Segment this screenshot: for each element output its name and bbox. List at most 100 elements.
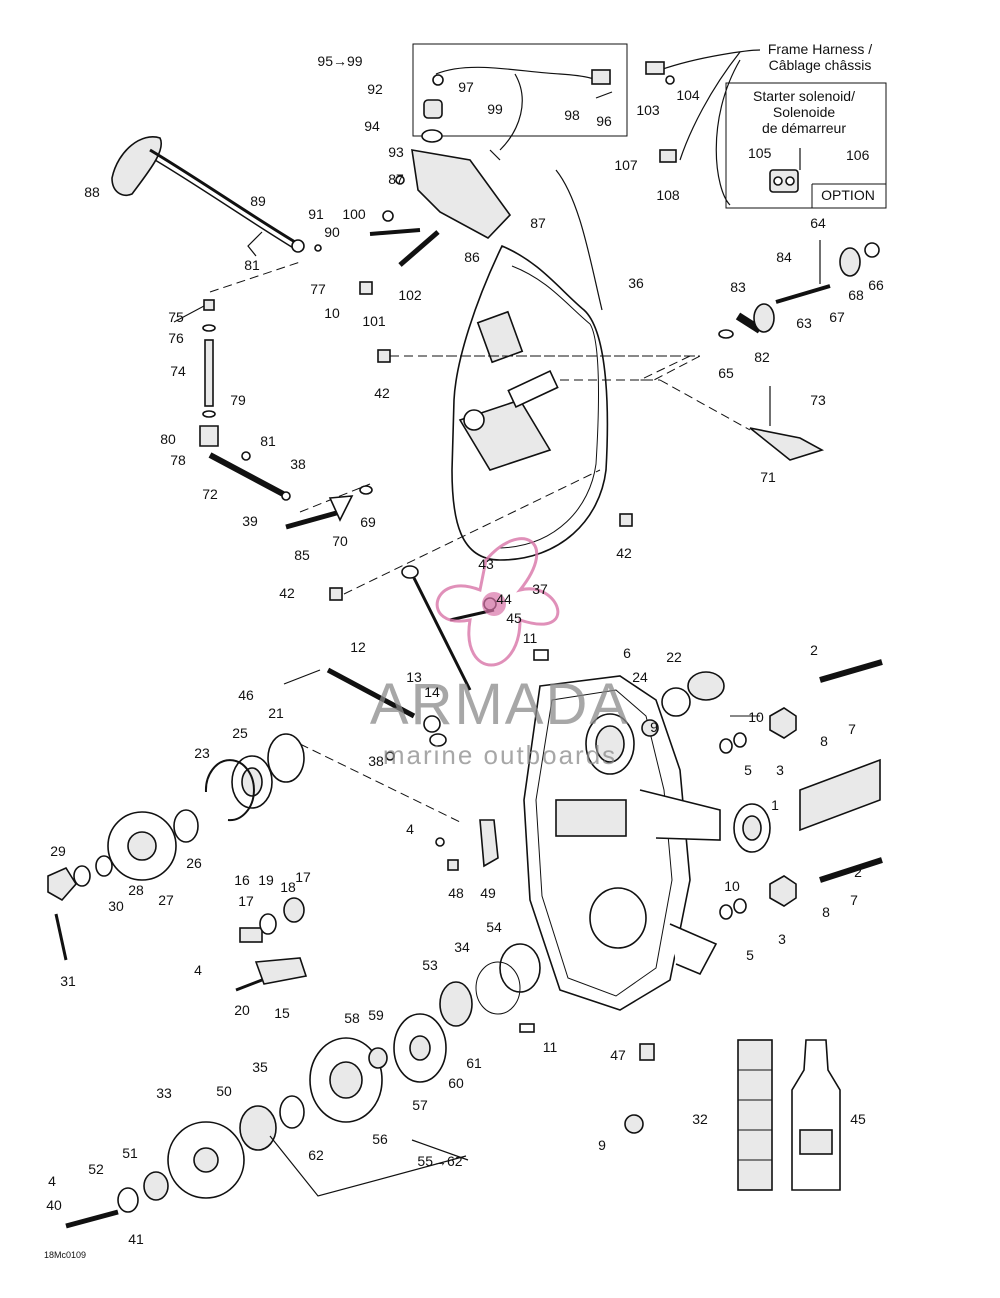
callout-c44: 44 <box>496 591 512 607</box>
callout-c92: 92 <box>367 81 383 97</box>
grommet-97 <box>432 74 444 86</box>
callout-c3b: 3 <box>778 931 786 947</box>
harness-label-line2: Câblage châssis <box>769 57 872 73</box>
watermark-subtitle: marine outboards <box>383 740 617 770</box>
washer-52 <box>117 1187 139 1213</box>
watermark-brand: ARMADA <box>370 672 630 737</box>
cover-37-inner <box>499 265 599 549</box>
terminal-104 <box>665 75 675 85</box>
callout-c8a: 8 <box>820 733 828 749</box>
chaincase-housing-group <box>299 671 725 1134</box>
lever-rod-89 <box>149 148 301 247</box>
callout-c20: 20 <box>234 1002 250 1018</box>
housing-foot <box>669 923 718 976</box>
callout-c68: 68 <box>848 287 864 303</box>
dowel-11a <box>533 649 549 661</box>
callout-c100: 100 <box>342 206 366 222</box>
callout-c23: 23 <box>194 745 210 761</box>
housing-6 <box>523 675 691 1011</box>
callout-c99: 99 <box>487 101 503 117</box>
callout-c52: 52 <box>88 1161 104 1177</box>
harness-wire-99 <box>499 73 523 151</box>
chain-bottle-group <box>737 1039 841 1191</box>
watermark: ARMADA marine outboards <box>370 537 630 770</box>
frame-harness-wire-down <box>679 51 741 161</box>
callout-c61: 61 <box>466 1055 482 1071</box>
callout-c28: 28 <box>128 882 144 898</box>
bolt-85 <box>285 509 341 530</box>
callout-c73: 73 <box>810 392 826 408</box>
solenoid-terminal-b <box>785 176 795 186</box>
callout-c43: 43 <box>478 556 494 572</box>
washer-30 <box>73 865 91 887</box>
callout-c78: 78 <box>170 452 186 468</box>
callout-c45a: 45 <box>506 610 522 626</box>
callout-c87b: 87 <box>530 215 546 231</box>
spacer-19 <box>259 913 277 935</box>
callout-c33: 33 <box>156 1085 172 1101</box>
callout-c29: 29 <box>50 843 66 859</box>
callout-c95: 95→99 <box>317 53 362 69</box>
cover-bearing-seat <box>463 409 485 431</box>
cotter-31 <box>54 913 68 961</box>
drive-gears-group <box>47 667 541 1229</box>
callout-c22: 22 <box>666 649 682 665</box>
callout-c89: 89 <box>250 193 266 209</box>
sprocket-56-hub <box>329 1061 363 1099</box>
chaincase-oil-bottle-45 <box>791 1039 841 1191</box>
callout-c10c: 10 <box>724 878 740 894</box>
lever-rod-89-edge <box>154 159 301 253</box>
guide-line-cover-right <box>639 355 701 381</box>
callout-c75: 75 <box>168 309 184 325</box>
callout-c80: 80 <box>160 431 176 447</box>
callout-c93: 93 <box>388 144 404 160</box>
callout-c66: 66 <box>868 277 884 293</box>
terminal-96 <box>595 91 613 99</box>
drawing-code: 18Mc0109 <box>44 1250 86 1260</box>
housing-lower-bore <box>589 887 647 949</box>
clip-100 <box>382 210 394 222</box>
bearing-1-inner <box>742 815 762 841</box>
bolt-2a <box>819 659 883 683</box>
callout-c4a: 4 <box>406 821 414 837</box>
callout-c94: 94 <box>364 118 380 134</box>
callout-c67: 67 <box>829 309 845 325</box>
cover-37 <box>451 244 609 561</box>
driveshaft-spline <box>799 758 881 832</box>
callout-c104: 104 <box>676 87 700 103</box>
block-78 <box>199 425 219 447</box>
callout-c81a: 81 <box>244 257 260 273</box>
callout-c64: 64 <box>810 215 826 231</box>
shaft-12 <box>326 667 416 719</box>
callout-c26: 26 <box>186 855 202 871</box>
cover-label-plate <box>476 310 524 364</box>
chaincase-cover-group <box>285 244 701 601</box>
callout-c13: 13 <box>406 669 422 685</box>
callout-c55: 55→62 <box>417 1153 462 1169</box>
callout-c107: 107 <box>614 157 638 173</box>
washer-79 <box>202 410 216 418</box>
callout-c58: 58 <box>344 1010 360 1026</box>
clevis-75 <box>203 299 215 311</box>
nut-9a <box>641 719 659 737</box>
option-box-line3: de démarreur <box>762 120 846 136</box>
callout-c98: 98 <box>564 107 580 123</box>
callout-c2a: 2 <box>810 642 818 658</box>
guide-line-71b <box>659 379 751 431</box>
callout-c10a: 10 <box>324 305 340 321</box>
gear-67 <box>839 247 861 277</box>
callout-c17a: 17 <box>295 869 311 885</box>
callout-c50: 50 <box>216 1083 232 1099</box>
washer-5d <box>733 898 747 914</box>
pin-16 <box>239 927 263 943</box>
shaft-72 <box>208 452 287 498</box>
clip-4a <box>435 837 445 847</box>
wiring-harness-group <box>412 43 761 206</box>
solenoid-terminal-a <box>773 176 783 186</box>
nut-90 <box>314 244 322 252</box>
option-box-line2: Solenoide <box>773 104 835 120</box>
cover-window <box>507 370 559 408</box>
callout-c82: 82 <box>754 349 770 365</box>
callout-c91: 91 <box>308 206 324 222</box>
housing-mount <box>639 789 721 841</box>
